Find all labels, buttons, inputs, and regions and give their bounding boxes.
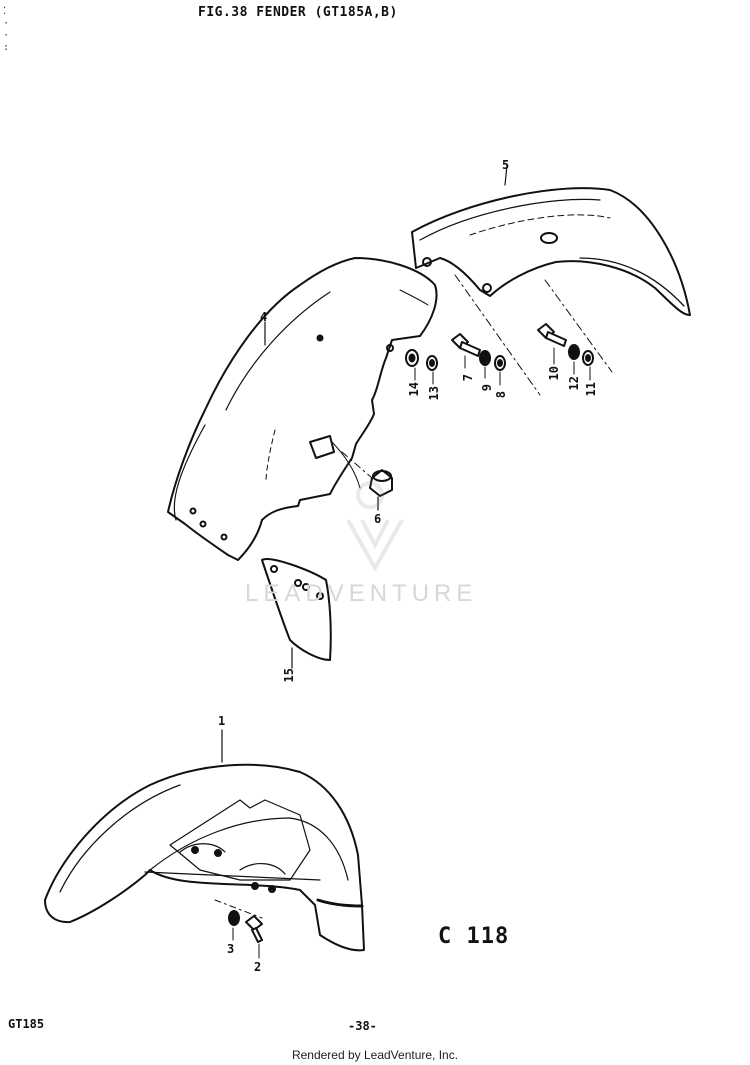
page-number: -38- [348,1019,377,1033]
callout-15: 15 [282,668,296,683]
watermark-text: LEADVENTURE [245,580,478,607]
callout-8: 8 [494,390,508,398]
callout-9: 9 [480,383,494,391]
callout-2: 2 [254,960,262,974]
callout-5: 5 [502,158,510,172]
part-4-rear-fender [167,257,438,561]
hardware-right-group [537,279,613,381]
front-fender-hardware [214,899,263,959]
model-label: GT185 [8,1017,45,1031]
render-credit: Rendered by LeadVenture, Inc. [291,1048,459,1062]
callout-1: 1 [218,714,226,728]
part-6-cushion [341,451,393,511]
watermark-logo [346,481,404,573]
callout-12: 12 [567,376,581,391]
part-1-front-fender [44,729,365,952]
callout-13: 13 [427,386,441,401]
callout-11: 11 [584,382,598,397]
callout-6: 6 [374,512,382,526]
scan-specks: ⁚··: [3,6,10,53]
hardware-left-group [405,274,541,396]
part-5-rear-fender-front [411,164,691,316]
callout-14: 14 [407,382,421,397]
callout-7: 7 [461,373,475,381]
part-15-mud-flap [261,558,332,669]
figure-code: C 118 [438,924,510,949]
callout-3: 3 [227,942,235,956]
callout-10: 10 [547,366,561,381]
callout-4: 4 [260,310,268,324]
figure-title: FIG.38 FENDER (GT185A,B) [198,5,398,20]
